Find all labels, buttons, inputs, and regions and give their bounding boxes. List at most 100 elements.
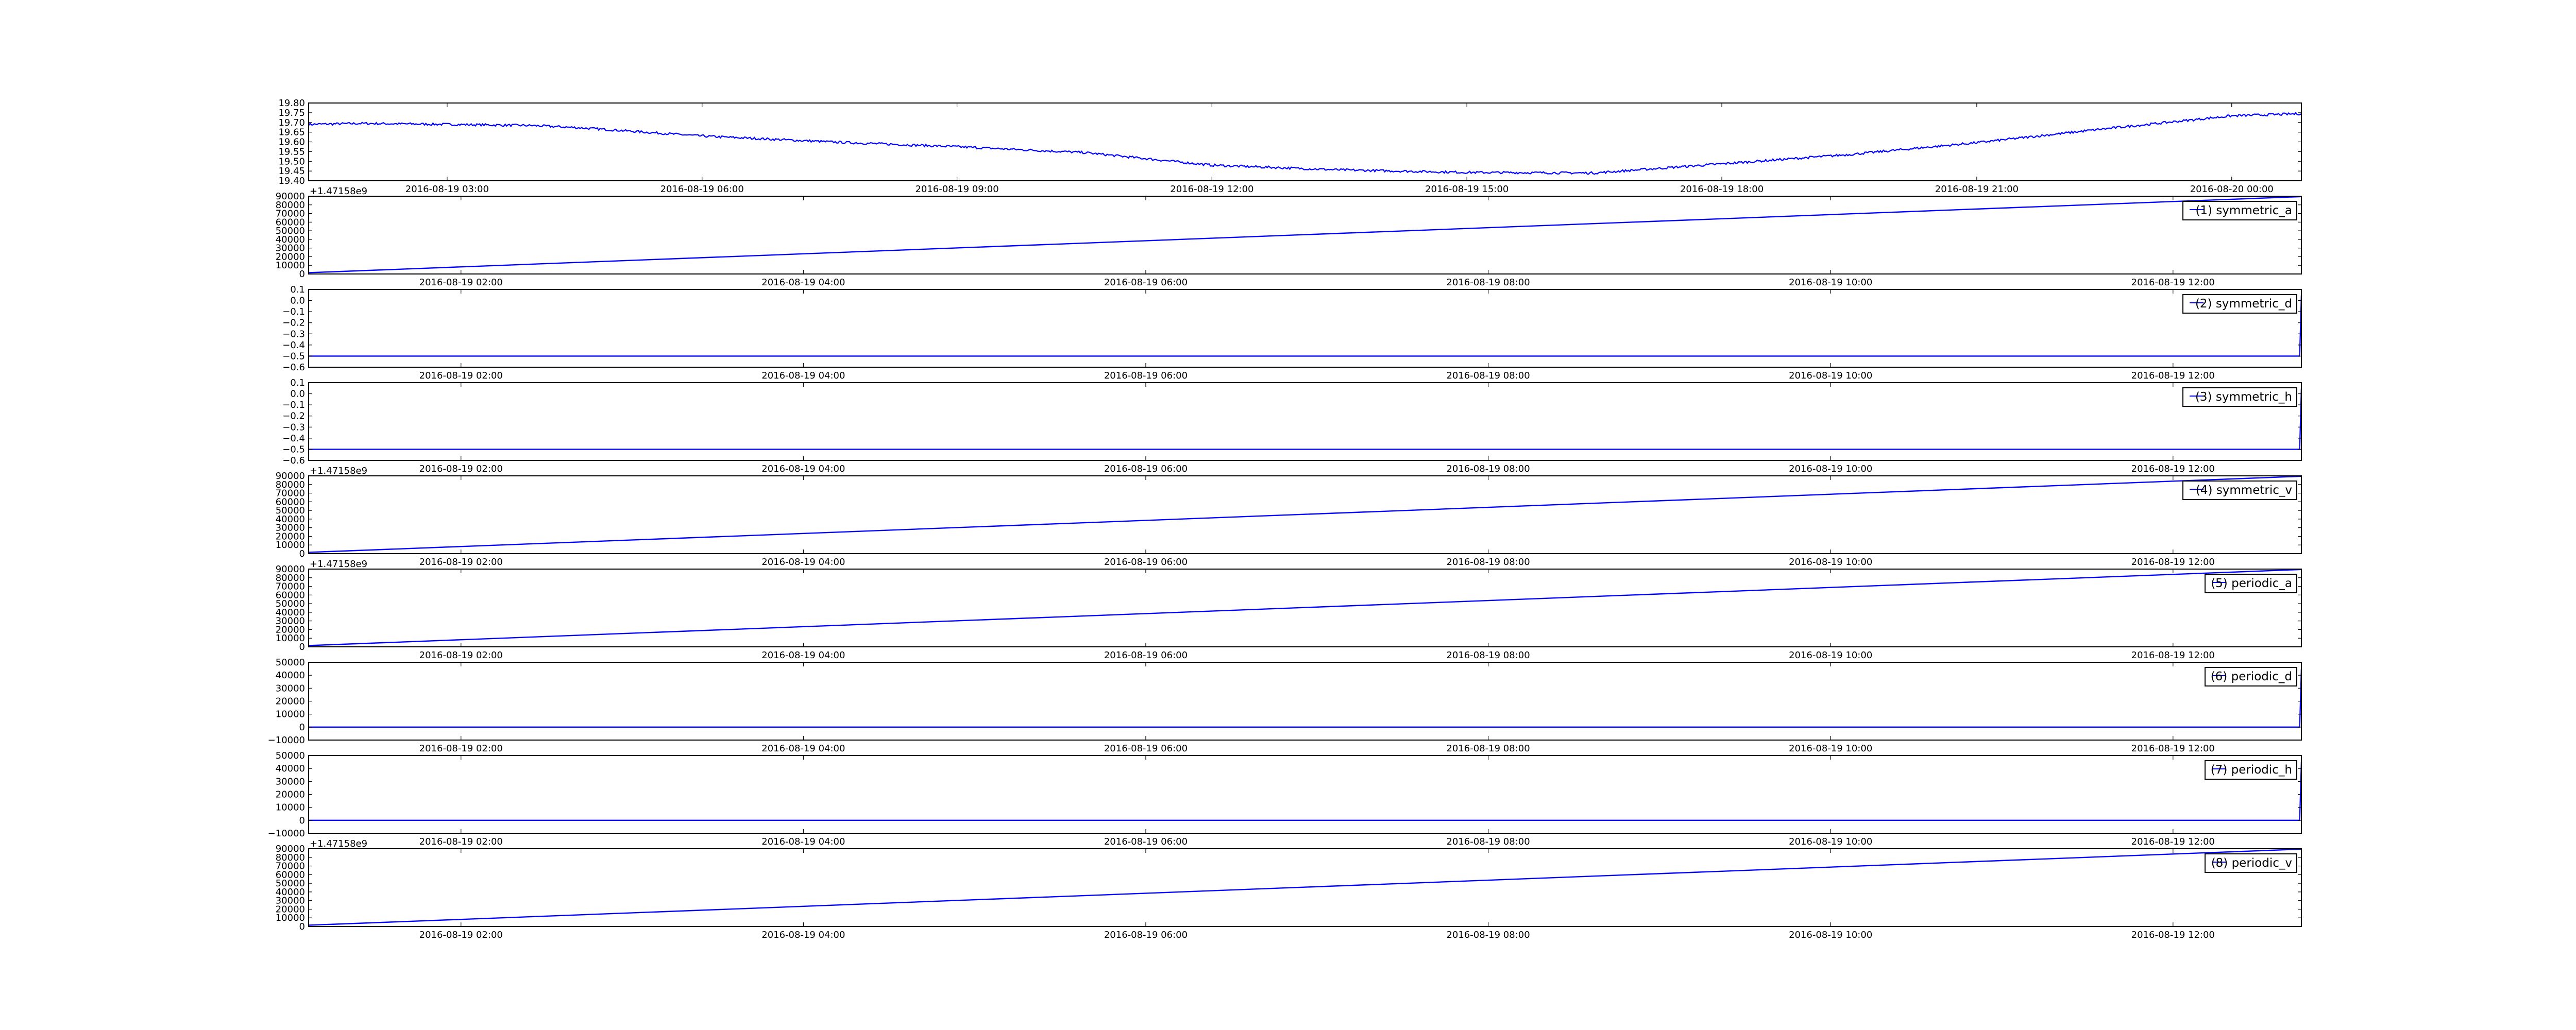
y-tick-label: 80000 — [276, 573, 305, 583]
y-tick-label: 0.0 — [290, 296, 305, 306]
y-tick-label: 30000 — [276, 776, 305, 787]
x-tick-label: 2016-08-19 12:00 — [2131, 743, 2215, 754]
y-tick-label: −0.3 — [282, 329, 305, 339]
y-tick-label: 80000 — [276, 479, 305, 490]
y-tick-label: 60000 — [276, 496, 305, 507]
y-tick-label: −0.2 — [282, 318, 305, 329]
offset-text: +1.47158e9 — [310, 186, 367, 197]
legend: (5) periodic_a — [2205, 574, 2297, 593]
y-tick-label: 10000 — [276, 540, 305, 551]
x-tick-label: 2016-08-19 12:00 — [2131, 650, 2215, 661]
y-tick-label: 50000 — [276, 598, 305, 609]
x-tick-label: 2016-08-19 12:00 — [1170, 184, 1253, 195]
y-tick-label: 40000 — [276, 763, 305, 774]
axes-frame — [308, 569, 2302, 647]
offset-text: +1.47158e9 — [310, 559, 367, 570]
y-tick-label: 30000 — [276, 243, 305, 254]
subplot-1: 19.4019.4519.5019.5519.6019.6519.7019.75… — [278, 98, 2302, 195]
x-tick-label: 2016-08-19 18:00 — [1680, 184, 1764, 195]
y-tick-label: 19.70 — [278, 117, 305, 128]
x-tick-label: 2016-08-19 04:00 — [761, 743, 845, 754]
x-tick-label: 2016-08-19 12:00 — [2131, 930, 2215, 940]
x-tick-label: 2016-08-19 10:00 — [1789, 836, 1872, 847]
axes-frame — [308, 289, 2302, 368]
x-tick-label: 2016-08-19 12:00 — [2131, 836, 2215, 847]
legend-label: (2) symmetric_d — [2195, 297, 2292, 311]
y-tick-label: −0.1 — [282, 400, 305, 410]
x-tick-label: 2016-08-19 12:00 — [2131, 464, 2215, 474]
y-tick-label: 30000 — [276, 523, 305, 534]
x-tick-label: 2016-08-19 21:00 — [1935, 184, 2019, 195]
x-tick-label: 2016-08-19 02:00 — [419, 277, 503, 288]
legend-label: (1) symmetric_a — [2195, 204, 2292, 217]
y-tick-label: 50000 — [276, 878, 305, 889]
x-tick-label: 2016-08-19 02:00 — [419, 836, 503, 847]
legend-box — [2182, 294, 2297, 314]
y-tick-label: 50000 — [276, 505, 305, 516]
x-tick-label: 2016-08-19 06:00 — [1104, 557, 1188, 568]
y-tick-label: 20000 — [276, 624, 305, 635]
y-tick-label: 19.45 — [278, 166, 305, 177]
y-tick-label: 19.55 — [278, 146, 305, 157]
x-tick-label: 2016-08-19 09:00 — [915, 184, 998, 195]
x-tick-label: 2016-08-19 04:00 — [761, 370, 845, 381]
y-tick-label: 90000 — [276, 191, 305, 202]
legend-label: (7) periodic_h — [2211, 763, 2292, 777]
legend: (1) symmetric_a — [2182, 201, 2297, 220]
series-line — [309, 295, 2302, 357]
x-tick-label: 2016-08-19 04:00 — [761, 557, 845, 568]
y-tick-label: 70000 — [276, 488, 305, 499]
y-tick-label: 70000 — [276, 209, 305, 219]
series-line — [308, 196, 2302, 273]
y-tick-label: 40000 — [276, 607, 305, 618]
axes-frame — [308, 475, 2302, 554]
y-tick-label: 80000 — [276, 852, 305, 863]
y-tick-label: 0 — [299, 269, 305, 280]
legend: (3) symmetric_h — [2182, 387, 2297, 407]
y-tick-label: 0.1 — [290, 377, 305, 388]
x-tick-label: 2016-08-19 06:00 — [1104, 743, 1188, 754]
y-tick-label: 10000 — [276, 913, 305, 923]
y-tick-label: 80000 — [276, 200, 305, 211]
y-tick-label: 40000 — [276, 887, 305, 898]
y-tick-label: 50000 — [276, 226, 305, 236]
y-tick-label: −10000 — [268, 828, 305, 839]
subplot-2: 0100002000030000400005000060000700008000… — [276, 186, 2302, 288]
axes-frame — [308, 196, 2302, 274]
y-tick-label: 0 — [299, 642, 305, 653]
series-line — [308, 569, 2302, 646]
offset-text: +1.47158e9 — [310, 838, 367, 849]
y-tick-label: −0.4 — [282, 433, 305, 444]
x-tick-label: 2016-08-19 08:00 — [1446, 464, 1530, 474]
legend-box — [2205, 853, 2297, 873]
y-tick-label: −0.6 — [282, 455, 305, 466]
y-tick-label: 30000 — [276, 683, 305, 694]
series-line — [309, 668, 2302, 728]
x-tick-label: 2016-08-19 04:00 — [761, 930, 845, 940]
legend: (6) periodic_d — [2205, 667, 2297, 686]
y-tick-label: −0.3 — [282, 422, 305, 433]
x-tick-label: 2016-08-19 04:00 — [761, 277, 845, 288]
y-tick-label: 30000 — [276, 616, 305, 627]
x-tick-label: 2016-08-19 06:00 — [1104, 930, 1188, 940]
axes-frame — [308, 662, 2302, 741]
y-tick-label: 10000 — [276, 260, 305, 271]
x-tick-label: 2016-08-19 08:00 — [1446, 557, 1530, 568]
y-tick-label: −0.2 — [282, 411, 305, 422]
legend: (8) periodic_v — [2205, 853, 2297, 873]
axes-frame — [308, 382, 2302, 461]
y-tick-label: 19.65 — [278, 127, 305, 138]
subplot-4: −0.6−0.5−0.4−0.3−0.2−0.10.00.12016-08-19… — [282, 377, 2302, 474]
legend-label: (3) symmetric_h — [2195, 390, 2292, 404]
y-tick-label: 60000 — [276, 590, 305, 600]
y-tick-label: 40000 — [276, 234, 305, 245]
y-tick-label: 0.0 — [290, 389, 305, 400]
x-tick-label: 2016-08-19 06:00 — [1104, 370, 1188, 381]
x-tick-label: 2016-08-19 03:00 — [405, 184, 489, 195]
legend-label: (6) periodic_d — [2211, 670, 2292, 683]
series-line — [308, 112, 2302, 175]
y-tick-label: 10000 — [276, 633, 305, 644]
x-tick-label: 2016-08-19 04:00 — [761, 836, 845, 847]
x-tick-label: 2016-08-19 02:00 — [419, 930, 503, 940]
